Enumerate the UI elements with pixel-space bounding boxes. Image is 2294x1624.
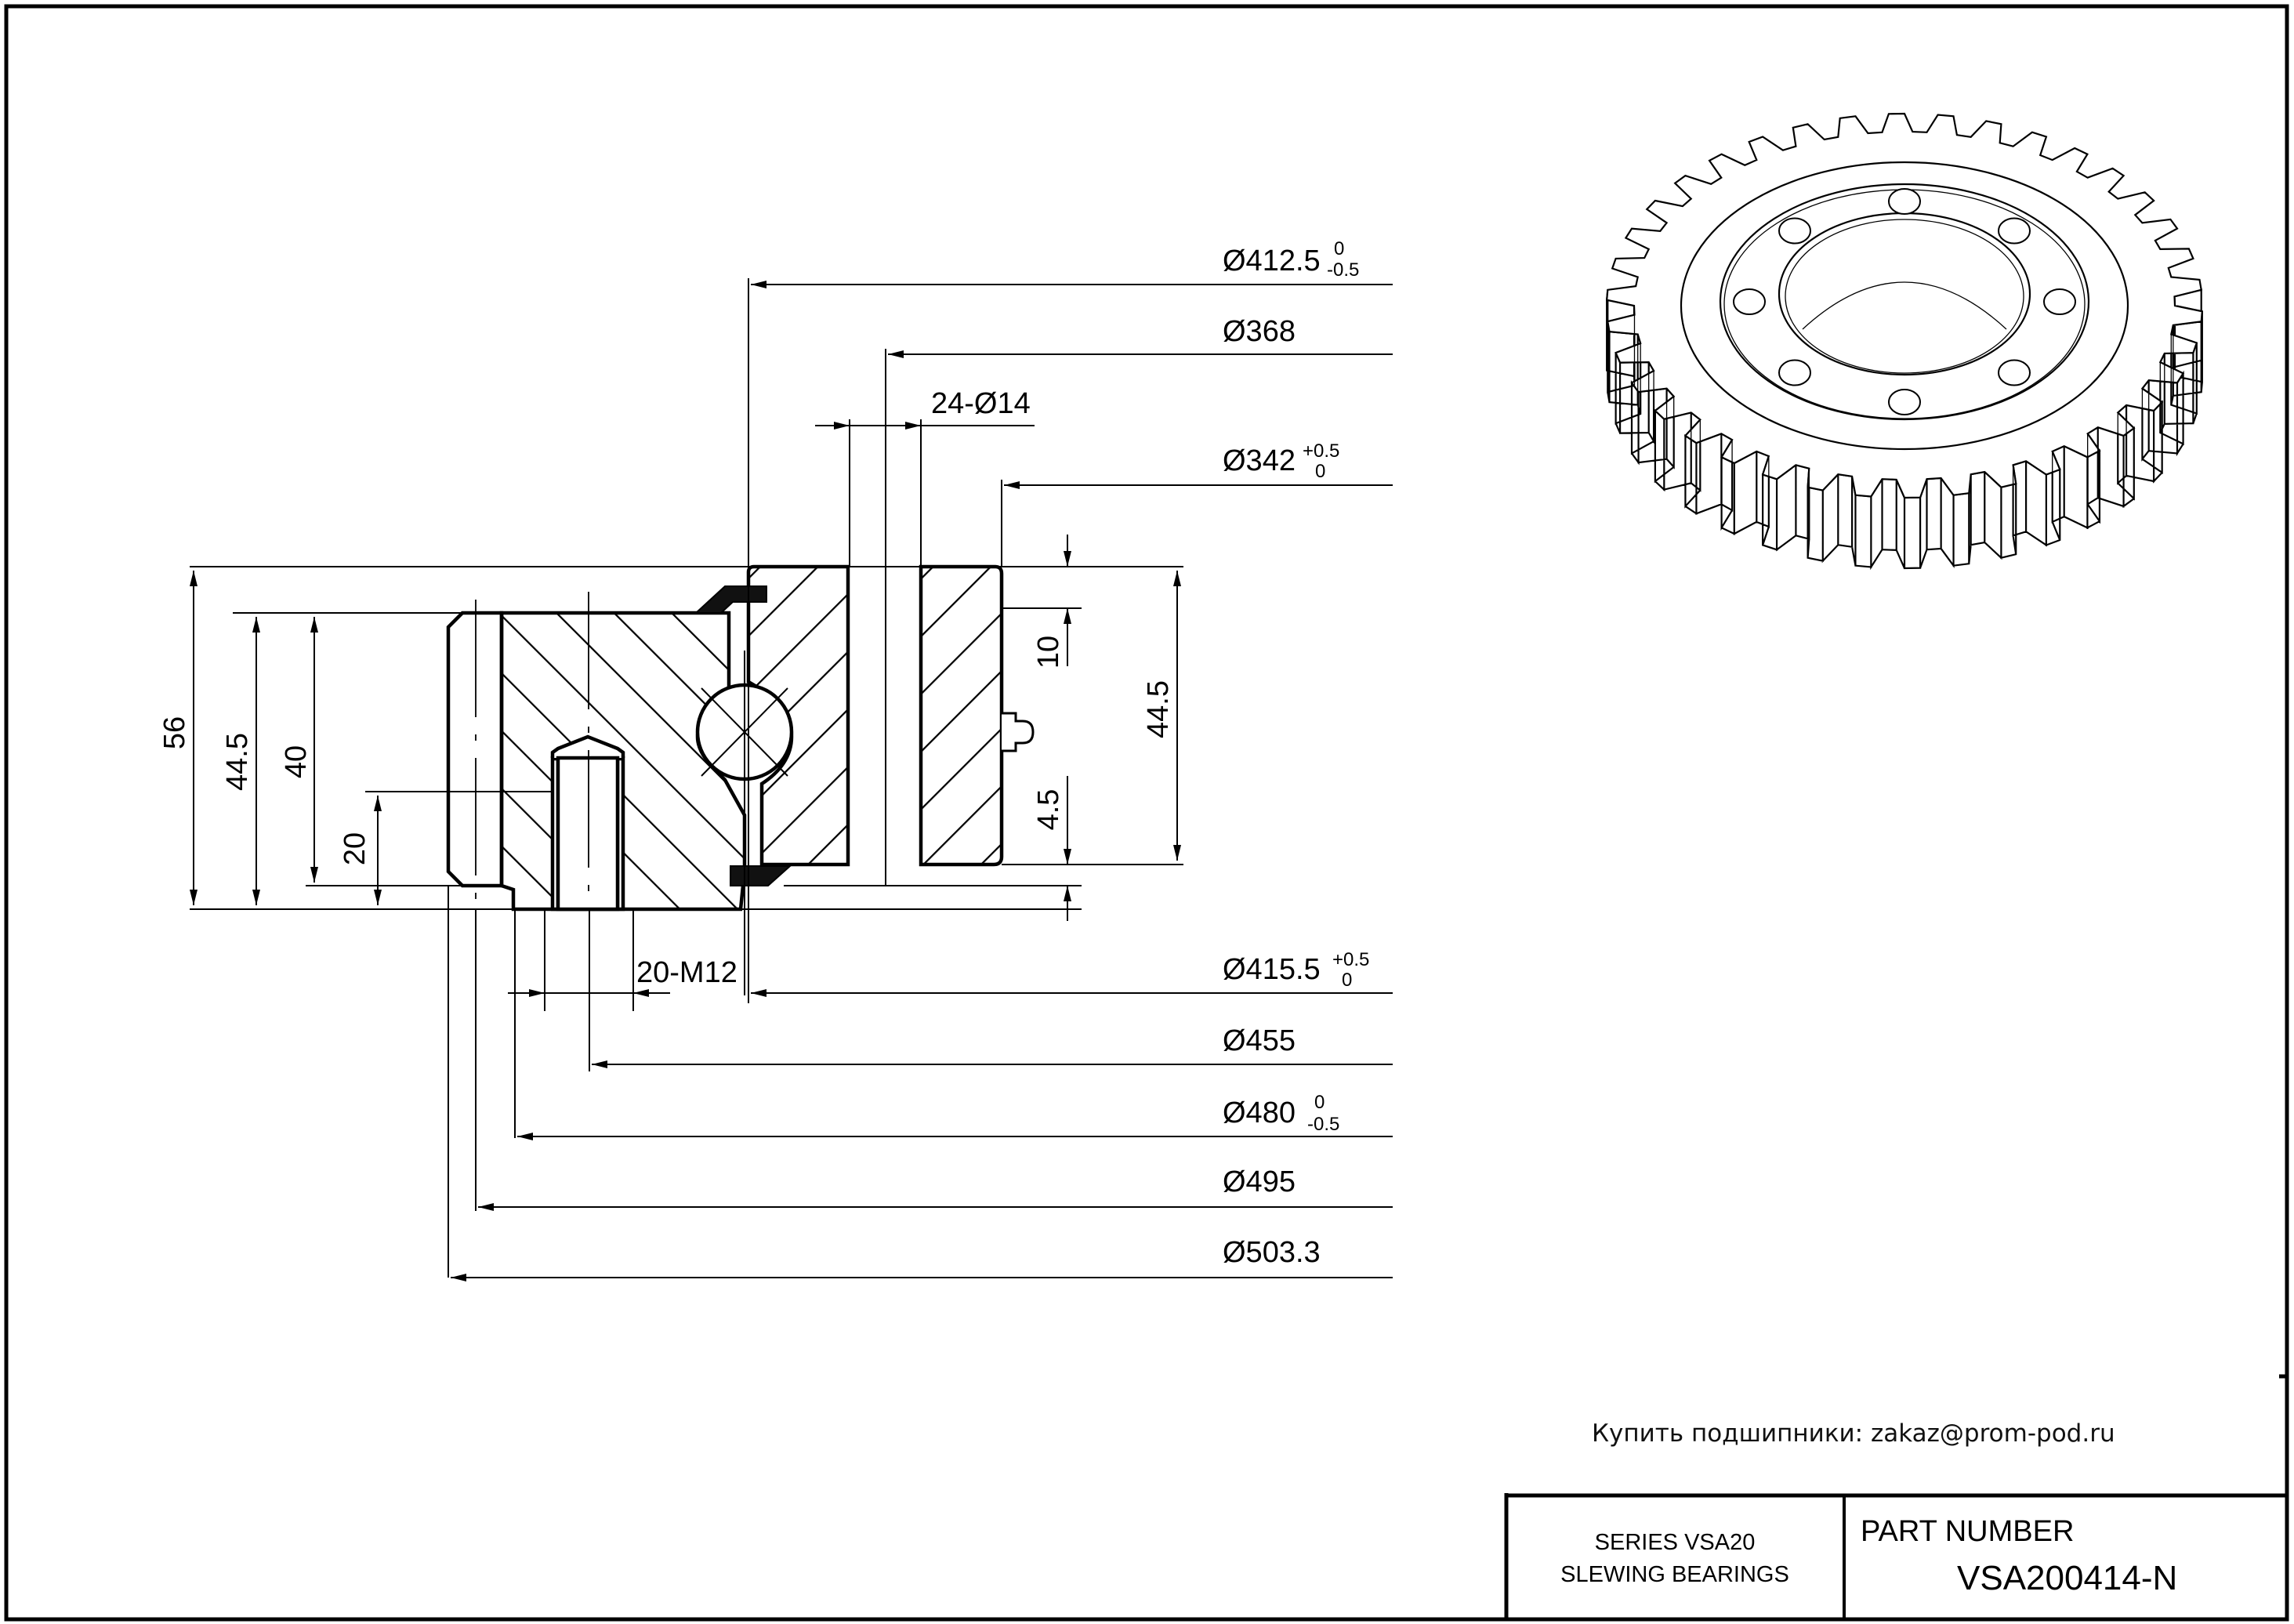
mounting-hole (1998, 217, 2031, 245)
mounting-hole (1778, 359, 1811, 386)
dim-thread-depth: 20 (339, 832, 371, 865)
tol-upper: 0 (1334, 238, 1344, 259)
drill-body (556, 756, 620, 912)
sheet-border (4, 4, 2289, 1622)
diameter-d480: Ø480 0 -0.5 (1223, 1092, 1339, 1135)
diameter-d503: Ø503.3 (1223, 1236, 1321, 1269)
dim-label: Ø412.5 (1223, 245, 1321, 277)
title-block: SERIES VSA20 SLEWING BEARINGS PART NUMBE… (1504, 1493, 2287, 1619)
inner-ring-outer-edge (1719, 183, 2090, 421)
mounting-hole (1998, 359, 2031, 386)
gear-tooth-edges (1607, 311, 2203, 568)
diameter-d342: Ø342 +0.5 0 (1223, 440, 1339, 482)
mounting-hole (1888, 389, 1921, 415)
tol-lower: -0.5 (1327, 259, 1359, 281)
dim-label: Ø342 (1223, 444, 1296, 477)
part-number-label: PART NUMBER (1861, 1515, 2074, 1548)
tol-lower: 0 (1315, 461, 1325, 482)
dimension-lines (190, 278, 1393, 1281)
dim-label: Ø503.3 (1223, 1236, 1321, 1269)
diameter-d412: Ø412.5 0 -0.5 (1223, 238, 1359, 281)
bore-outer (1778, 212, 2031, 376)
tol-upper: +0.5 (1332, 949, 1369, 970)
inner-ring-section-b (919, 564, 1004, 867)
bore-inner (1785, 219, 2024, 374)
contact-note: Купить подшипники: zakaz@prom-pod.ru (1592, 1419, 2115, 1448)
grease-nipple (1002, 712, 1035, 752)
callout-threaded-holes: 20-M12 (636, 956, 737, 989)
mounting-hole (2043, 288, 2076, 315)
mounting-hole (1778, 217, 1811, 245)
dim-label: Ø455 (1223, 1024, 1296, 1057)
diameter-d495: Ø495 (1223, 1165, 1296, 1198)
diameter-d455: Ø455 (1223, 1024, 1296, 1057)
series-line-2: SLEWING BEARINGS (1560, 1562, 1789, 1587)
tol-lower: 0 (1342, 970, 1352, 991)
dim-label: Ø368 (1223, 315, 1296, 348)
diameter-d415: Ø415.5 +0.5 0 (1223, 949, 1369, 991)
mounting-hole (1888, 188, 1921, 215)
bearing-cross-section (446, 353, 1035, 995)
tol-upper: +0.5 (1303, 440, 1339, 462)
tol-lower: -0.5 (1307, 1114, 1339, 1135)
tol-upper: 0 (1314, 1092, 1325, 1113)
dim-label: Ø495 (1223, 1165, 1296, 1198)
dim-inner-ring-height: 40 (280, 745, 313, 778)
part-number: VSA200414-N (1957, 1559, 2177, 1597)
dim-overall-height: 56 (158, 716, 191, 749)
diameter-d368: Ø368 (1223, 315, 1296, 348)
series-line-1: SERIES VSA20 (1595, 1530, 1756, 1555)
bottom-seal (730, 865, 792, 886)
dim-label: Ø480 (1223, 1097, 1296, 1129)
mounting-hole (1733, 288, 1766, 315)
dim-label: Ø415.5 (1223, 953, 1321, 986)
callout-through-holes: 24-Ø14 (931, 387, 1031, 420)
dim-outer-ring-height: 44.5 (221, 733, 254, 791)
dim-inner-height-right: 44.5 (1142, 680, 1175, 738)
outer-ring-profile (446, 611, 504, 888)
gear-isometric-view (1606, 112, 2203, 571)
drill-cone (550, 734, 625, 758)
dim-bottom-offset: 4.5 (1032, 789, 1065, 831)
dim-top-offset: 10 (1032, 636, 1065, 669)
bore-back-edge (1802, 281, 2007, 330)
